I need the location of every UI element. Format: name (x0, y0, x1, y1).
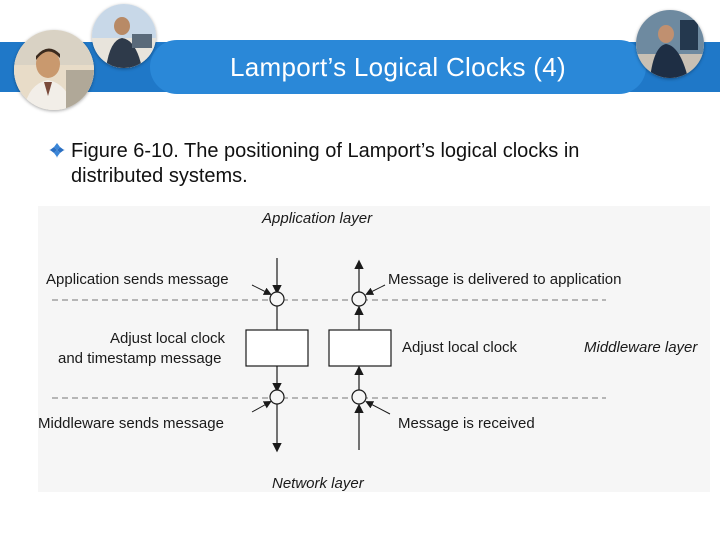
network-layer-label: Network layer (272, 475, 365, 492)
label-adjust-timestamp-line1: Adjust local clock (110, 330, 226, 347)
pointer-received (365, 401, 391, 415)
application-layer-label: Application layer (261, 210, 373, 227)
label-middleware-sends: Middleware sends message (38, 415, 224, 432)
pointer-app-sends (251, 284, 272, 295)
diamond-bullet-icon (49, 142, 65, 158)
label-delivered: Message is delivered to application (388, 271, 621, 288)
sender-lower-event (269, 389, 285, 405)
business-photo-center (92, 4, 156, 68)
slide-title: Lamport’s Logical Clocks (4) (230, 51, 566, 82)
bullet-item: Figure 6-10. The positioning of Lamport’… (48, 139, 648, 189)
label-adjust-clock: Adjust local clock (402, 339, 518, 356)
receiver-upper-event (351, 291, 367, 307)
middleware-layer-label: Middleware layer (584, 339, 698, 356)
label-adjust-timestamp-line2: and timestamp message (58, 350, 221, 367)
receiver-lower-event (351, 389, 367, 405)
pointer-middleware-sends (251, 401, 272, 413)
label-app-sends: Application sends message (46, 271, 229, 288)
title-bar: Lamport’s Logical Clocks (4) (150, 40, 646, 94)
sender-upper-event (269, 291, 285, 307)
lamport-clock-diagram: Application layer Middleware layer Netwo… (38, 206, 710, 492)
business-photo-right (636, 10, 704, 78)
label-received: Message is received (398, 415, 535, 432)
sender-clock-box (245, 329, 309, 367)
business-photo-left (14, 30, 94, 110)
receiver-clock-box (328, 329, 392, 367)
bullet-text: Figure 6-10. The positioning of Lamport’… (71, 140, 580, 187)
pointer-delivered (365, 284, 386, 295)
